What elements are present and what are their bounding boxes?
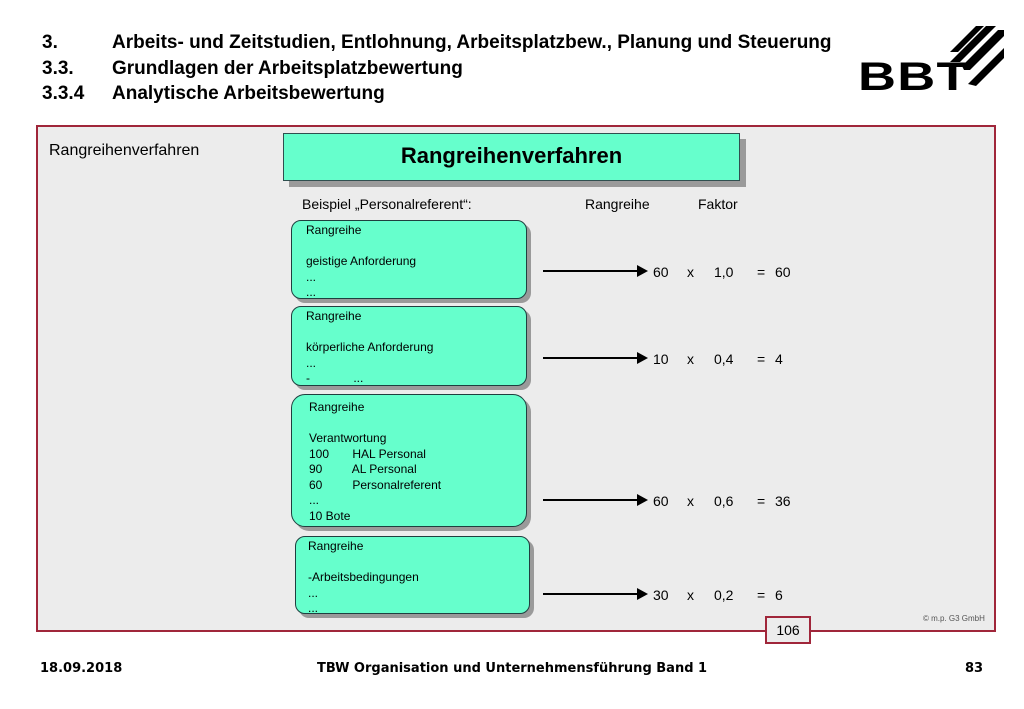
card-line: - ...	[306, 371, 364, 385]
column-header-faktor: Faktor	[698, 196, 738, 212]
factor-value: 1,0	[714, 264, 734, 280]
card-line: ...	[306, 355, 317, 370]
footer-page-number: 83	[965, 661, 984, 676]
card-line: Rangreihe	[309, 400, 365, 414]
arrow-right-icon	[543, 352, 648, 364]
rangreihe-card-koerperlich: Rangreihe körperliche Anforderung ... - …	[291, 306, 527, 386]
multiply-sign: x	[687, 264, 694, 280]
card-line: 60 Personalreferent	[309, 477, 442, 492]
card-line: ...	[306, 285, 317, 299]
factor-value: 0,4	[714, 351, 734, 367]
result-value: 6	[775, 587, 783, 603]
footer-date: 18.09.2018	[40, 661, 123, 676]
arrow-right-icon	[543, 588, 648, 600]
card-line: ...	[308, 585, 319, 600]
panel-label: Rangreihenverfahren	[49, 142, 200, 159]
multiply-sign: x	[687, 587, 694, 603]
card-line: körperliche Anforderung	[306, 340, 434, 354]
result-value: 36	[775, 493, 791, 509]
heading-number: 3.3.	[42, 58, 74, 79]
card-line: -Arbeitsbedingungen	[308, 570, 419, 584]
card-line: Rangreihe	[306, 309, 362, 323]
equals-sign: =	[757, 351, 766, 367]
result-value: 4	[775, 351, 783, 367]
equals-sign: =	[757, 587, 766, 603]
slide-title: Rangreihenverfahren	[283, 133, 740, 181]
logo-text: BBT	[858, 55, 970, 96]
card-line: ...	[309, 493, 320, 507]
rank-value: 30	[653, 587, 669, 603]
rangreihe-card-arbeitsbedingungen: Rangreihe -Arbeitsbedingungen ... ...	[295, 536, 530, 615]
card-line: 90 AL Personal	[309, 462, 417, 476]
column-header-rangreihe: Rangreihe	[585, 196, 650, 212]
card-line: 10 Bote	[309, 508, 351, 523]
card-line: ...	[308, 601, 319, 615]
card-line: Verantwortung	[309, 431, 387, 445]
card-spacer	[308, 555, 529, 571]
rank-value: 60	[653, 264, 669, 280]
slide-number: 106	[765, 616, 811, 644]
copyright-note: © m.p. G3 GmbH	[923, 614, 985, 623]
arrow-right-icon	[543, 265, 648, 277]
heading-text: Arbeits- und Zeitstudien, Entlohnung, Ar…	[112, 32, 832, 53]
arrow-right-icon	[543, 494, 648, 506]
heading-number: 3.	[42, 32, 58, 53]
rank-value: 60	[653, 493, 669, 509]
result-value: 60	[775, 264, 791, 280]
heading-number: 3.3.4	[42, 83, 85, 104]
rangreihe-card-geistig: Rangreihe geistige Anforderung ... ...	[291, 220, 527, 299]
rank-value: 10	[653, 351, 669, 367]
card-line: geistige Anforderung	[306, 254, 417, 268]
equals-sign: =	[757, 264, 766, 280]
card-spacer	[306, 239, 526, 255]
card-spacer	[309, 416, 526, 432]
footer-title: TBW Organisation und Unternehmensführung…	[317, 661, 708, 676]
multiply-sign: x	[687, 351, 694, 367]
heading-text: Analytische Arbeitsbewertung	[112, 83, 385, 104]
multiply-sign: x	[687, 493, 694, 509]
rangreihe-card-verantwortung: Rangreihe Verantwortung 100 HAL Personal…	[291, 394, 527, 527]
heading-section: 3.3. Grundlagen der Arbeitsplatzbewertung	[42, 57, 463, 81]
card-spacer	[306, 325, 526, 341]
card-line: ...	[306, 269, 317, 284]
heading-chapter: 3. Arbeits- und Zeitstudien, Entlohnung, …	[42, 31, 832, 55]
card-line: Rangreihe	[308, 539, 364, 553]
card-line: Rangreihe	[306, 223, 362, 237]
factor-value: 0,6	[714, 493, 734, 509]
card-line: 100 HAL Personal	[309, 446, 426, 461]
equals-sign: =	[757, 493, 766, 509]
heading-subsection: 3.3.4 Analytische Arbeitsbewertung	[42, 82, 385, 106]
bbt-logo: BBT	[858, 26, 1004, 96]
factor-value: 0,2	[714, 587, 734, 603]
heading-text: Grundlagen der Arbeitsplatzbewertung	[112, 58, 463, 79]
example-label: Beispiel „Personalreferent“:	[302, 196, 472, 212]
